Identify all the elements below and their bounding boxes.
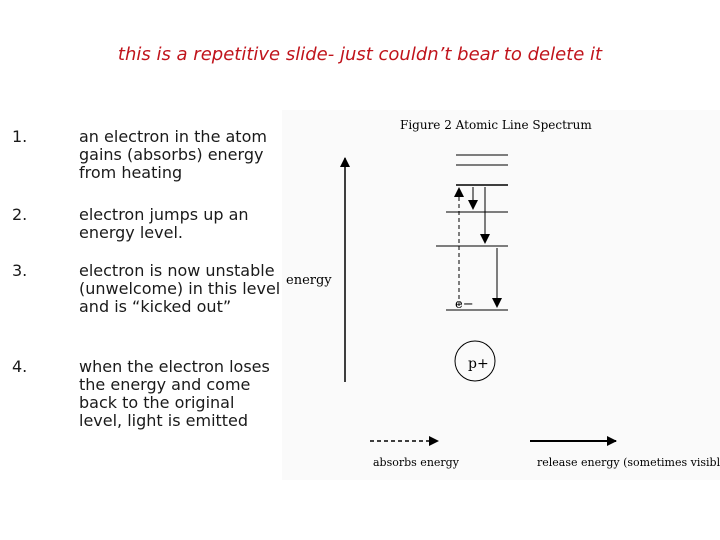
spectrum-diagram: Figure 2 Atomic Line Spectrum energy e− … — [282, 110, 720, 480]
step-number: 2. — [12, 205, 28, 224]
step-number: 4. — [12, 357, 28, 376]
energy-axis-label: energy — [286, 273, 332, 288]
release-legend-label: release energy (sometimes visible) — [537, 456, 720, 469]
step-text: when the electron loses the energy and c… — [79, 357, 270, 430]
step-item: 1. an electron in the atom gains (absorb… — [12, 128, 282, 182]
step-item: 4. when the electron loses the energy an… — [12, 358, 282, 430]
absorb-legend-label: absorbs energy — [373, 456, 460, 469]
nucleus-circle — [454, 340, 496, 382]
electron-label: e− — [455, 297, 474, 312]
step-text: electron jumps up an energy level. — [79, 205, 249, 242]
figure-caption: Figure 2 Atomic Line Spectrum — [400, 118, 592, 132]
step-item: 3. electron is now unstable (unwelcome) … — [12, 262, 282, 316]
step-item: 2. electron jumps up an energy level. — [12, 206, 282, 242]
step-number: 3. — [12, 261, 28, 280]
figure-background — [282, 110, 720, 480]
step-text: an electron in the atom gains (absorbs) … — [79, 127, 267, 182]
atomic-line-spectrum-figure: Figure 2 Atomic Line Spectrum energy e− … — [282, 110, 720, 480]
proton-label: p+ — [468, 356, 489, 372]
step-text: electron is now unstable (unwelcome) in … — [79, 261, 281, 316]
slide-title: this is a repetitive slide- just couldn’… — [117, 44, 603, 65]
step-number: 1. — [12, 127, 28, 146]
